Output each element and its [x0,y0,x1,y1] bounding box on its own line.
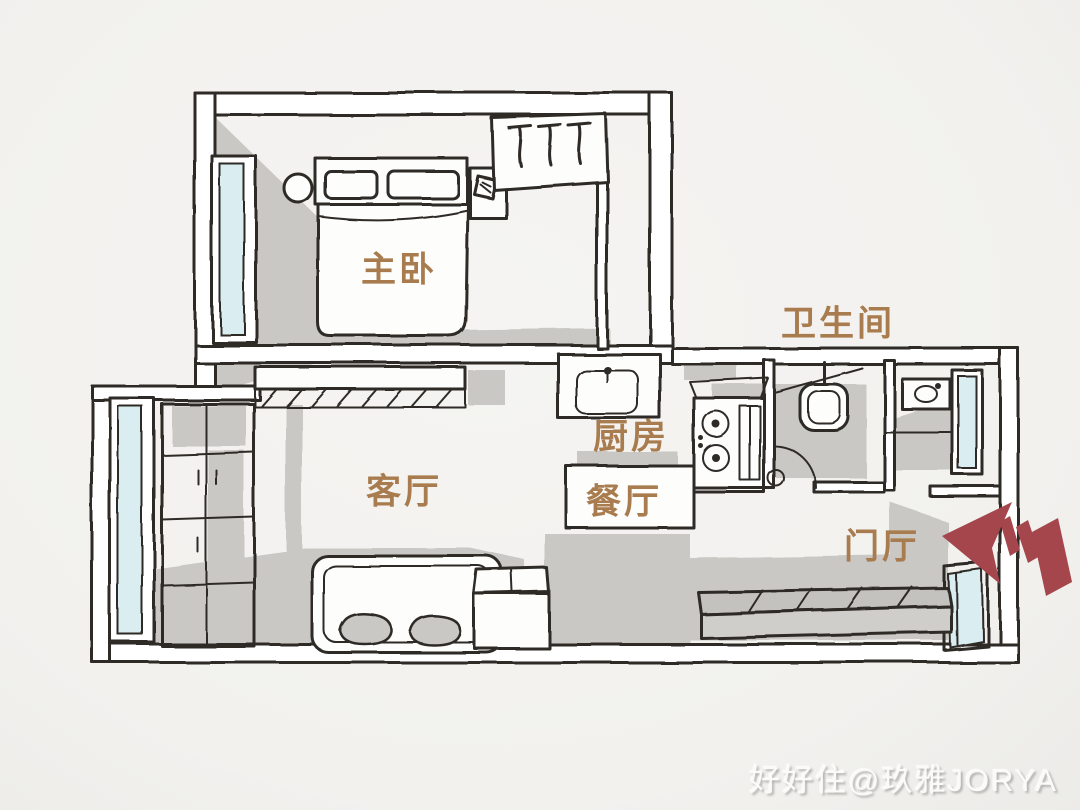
shade-region [890,502,948,556]
storage-closet [160,402,256,648]
shade-region [684,362,737,380]
hanger-icon [537,123,563,167]
entry-door-glass [946,567,985,649]
wall-segment [595,178,609,350]
burner-center [712,420,720,428]
stove [692,396,766,490]
vanity-basin [914,385,938,403]
watermark: 好好住@玖雅JORYA [749,763,1058,798]
hanger-icon [507,124,533,168]
shoe-bench-front [699,604,953,640]
wall-segment [648,91,674,357]
laundry-area [883,377,953,433]
bed-mattress [316,202,470,338]
shade-region [545,534,690,644]
pillow [386,169,460,200]
coffee-table-front [472,592,551,650]
vanity-sink [900,377,952,411]
label-bathroom: 卫生间 [780,304,896,344]
wall-segment [193,91,674,117]
arrow-stripe [1000,516,1020,556]
tv-cabinet [253,365,467,391]
shower-glass-line [775,367,863,393]
bedroom-window [219,163,245,335]
decor-scribble [479,181,491,193]
arrow-stripe [1016,520,1040,563]
coffee-table-top [472,566,551,596]
closet-handles [197,469,217,553]
hanger-icon [567,122,593,166]
toilet-seat [807,390,841,424]
wall-segment [928,484,1002,498]
tv-cabinet-front [254,388,466,408]
faucet-icon [603,366,611,374]
arrow-stripe [1032,518,1072,596]
label-master-bedroom: 主卧 [360,250,438,290]
shade-region [172,406,246,446]
closet-shelf-lines [161,403,255,647]
shade-region [893,400,952,470]
coffee-table-divider [511,568,514,593]
bench-segment-lines [747,586,913,613]
burner-icon [702,410,730,438]
label-dining-room: 餐厅 [585,482,663,522]
blanket-fold-line [317,209,469,221]
bathroom-door-arc [773,445,817,489]
master-bedroom-area [282,112,610,338]
arrow-head [942,502,1012,584]
kitchen-area [556,352,769,490]
label-living-room: 客厅 [365,472,443,512]
shade-region [286,404,302,646]
stove-knob [698,443,704,449]
sofa-cushion [338,612,393,646]
wall-segment [812,480,886,494]
vanity-faucet-icon [935,383,941,389]
stove-knob [698,435,704,441]
sofa-cushion [408,614,462,647]
wall-segment [90,384,112,664]
label-foyer: 门厅 [843,527,921,567]
wall-segment [670,346,1020,366]
toilet [798,382,850,432]
entry-door-mullion [955,572,958,645]
dining-table [564,464,696,530]
pillow [323,169,379,200]
label-kitchen: 厨房 [592,417,670,457]
shade-region [578,452,678,466]
bathroom-area [767,360,863,490]
laundry-window [957,375,977,469]
living-room-area [160,365,551,654]
hatch-lines [261,389,452,407]
bedside-stool [282,172,314,204]
door-pivot [767,469,785,487]
foyer-area [696,586,953,640]
wall-segment [882,358,896,492]
entrance-arrow-icon [942,502,1072,596]
burner-icon [702,444,730,472]
shade-region [468,370,505,405]
windows [108,154,990,652]
shade-region [208,450,244,636]
living-window [117,405,143,635]
dining-area [564,464,696,530]
burner-center [712,454,720,462]
